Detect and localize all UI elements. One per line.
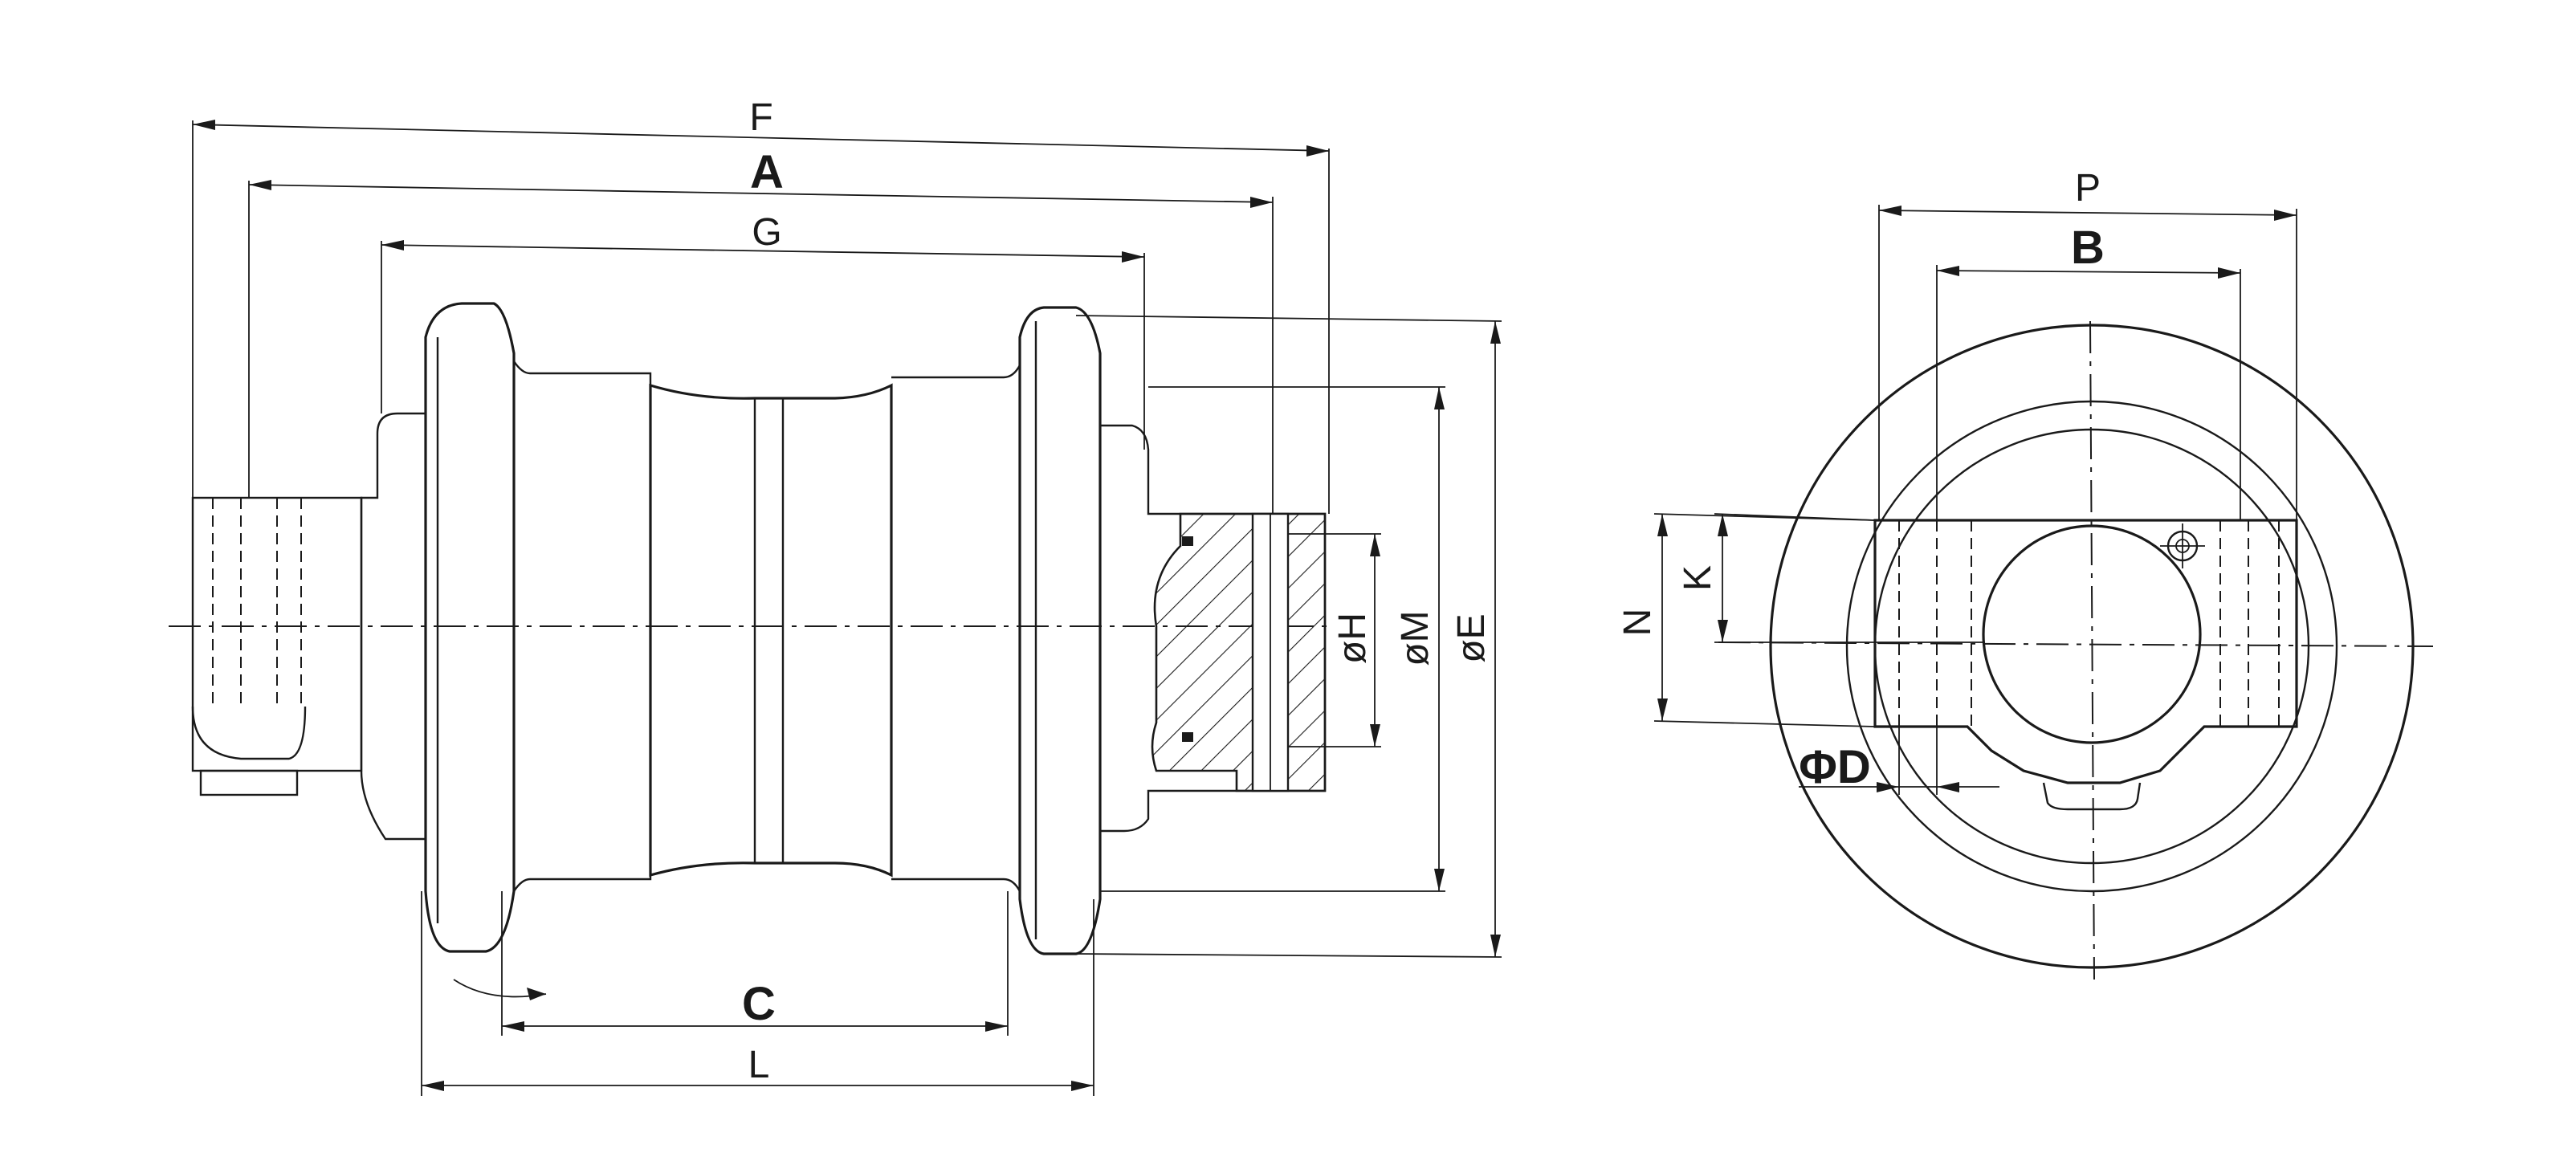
dim-F: F [192,96,1330,514]
dim-G: G [381,211,1145,450]
outer-flange-circle [1769,324,2415,969]
left-shaft-end [191,496,363,796]
dim-phi-M: øM [1100,386,1445,892]
shaft-circle [1982,524,2202,744]
tread-circle [1845,400,2338,893]
right-flange [1018,306,1102,955]
dim-L: L [421,891,1094,1096]
dim-K: K [1677,513,1983,643]
dim-phi-D-label: ΦD [1799,741,1871,793]
grease-fitting-icon [2160,523,2205,568]
dim-phi-M-label: øM [1394,610,1437,666]
dim-F-label: F [749,96,772,139]
dim-C-label: C [742,978,776,1030]
dim-phi-E: øE [1075,315,1502,958]
dim-L-label: L [748,1044,770,1086]
hub-section-hatch [1151,512,1327,792]
dim-phi-D: ΦD [1799,727,1999,795]
dim-A-label: A [750,146,784,198]
dim-B-label: B [2071,222,2105,274]
end-view: P B N K [1616,167,2434,980]
dim-phi-H-label: øH [1331,613,1374,664]
mounting-block [1873,519,2298,784]
dim-N: N [1616,513,1876,727]
dim-C: C [501,891,1009,1036]
dim-P: P [1878,167,2297,520]
key-slot [2042,782,2142,811]
dim-phi-H: øH [1288,533,1381,747]
end-view-vertical-centerline [2089,320,2095,980]
dim-P-label: P [2075,167,2101,210]
center-tread [649,383,893,878]
right-body [891,365,1021,892]
dim-G-label: G [752,211,781,254]
left-flange [424,302,516,953]
dim-N-label: N [1616,609,1659,637]
dim-K-label: K [1677,565,1719,591]
dim-A: A [248,146,1274,514]
side-view: F A G C [169,96,1502,1096]
dim-phi-E-label: øE [1450,613,1493,662]
dim-B: B [1936,222,2241,520]
